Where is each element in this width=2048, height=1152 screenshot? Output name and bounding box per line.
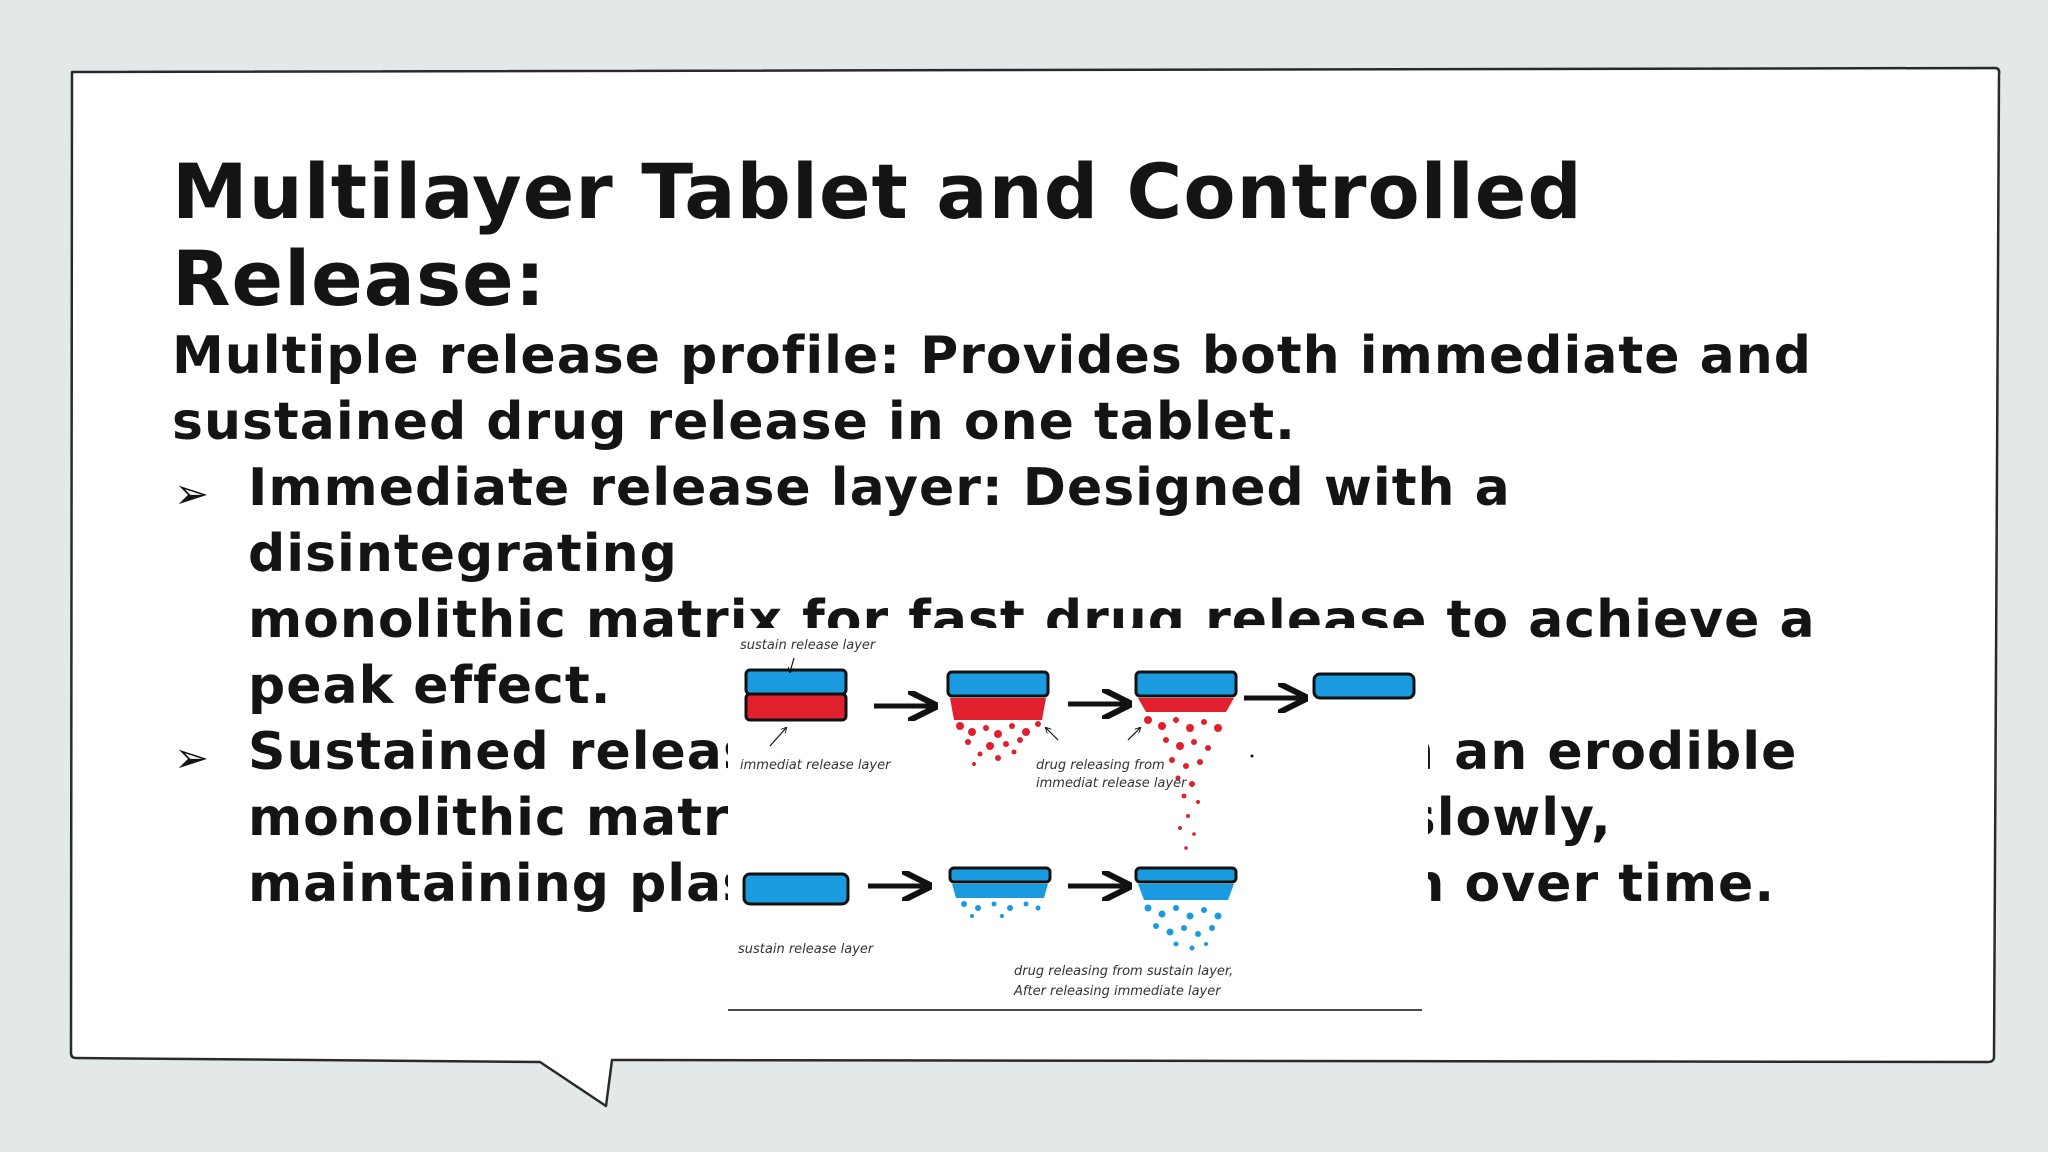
label-sustain-release-top: sustain release layer <box>740 638 876 653</box>
bullet-line: peak effect. <box>248 655 612 716</box>
bullet-line: Immediate release layer: Designed with a… <box>248 457 1511 584</box>
bilayer-tablet <box>744 668 848 722</box>
label-releasing-sustain-1: drug releasing from sustain layer, <box>1014 964 1234 979</box>
arrowhead-bullet-icon: ➢ <box>174 732 211 782</box>
label-pointer <box>1046 728 1059 741</box>
sustained-tablet-eroding <box>948 866 1052 918</box>
label-releasing-sustain-2: After releasing immediate layer <box>1014 984 1221 999</box>
release-diagram: sustain release layer immediat release l… <box>728 628 1428 1012</box>
label-pointer <box>769 728 786 747</box>
release-diagram-svg <box>728 657 1422 1011</box>
tablet-sustained-only <box>1312 672 1416 700</box>
label-pointer <box>1127 728 1140 741</box>
label-pointer <box>790 657 795 672</box>
sustained-tablet <box>742 872 850 906</box>
intro-line-2: sustained drug release in one tablet. <box>172 391 1296 452</box>
label-releasing-immediate-2: immediat release layer <box>1036 776 1187 791</box>
arrowhead-bullet-icon: ➢ <box>174 468 211 518</box>
bullet-immediate-release: ➢ Immediate release layer: Designed with… <box>172 455 1892 719</box>
tablet-immediate-releasing <box>946 670 1050 766</box>
label-releasing-immediate-1: drug releasing from <box>1036 758 1165 773</box>
label-immediate-release: immediat release layer <box>740 758 891 773</box>
slide-title: Multilayer Tablet and Controlled Release… <box>172 147 1583 324</box>
label-sustain-release-bottom: sustain release layer <box>738 942 874 957</box>
sustained-tablet-dispersed <box>1134 866 1238 951</box>
intro-line-1: Multiple release profile: Provides both … <box>172 325 1812 386</box>
tablet-immediate-dispersed <box>1134 670 1254 850</box>
